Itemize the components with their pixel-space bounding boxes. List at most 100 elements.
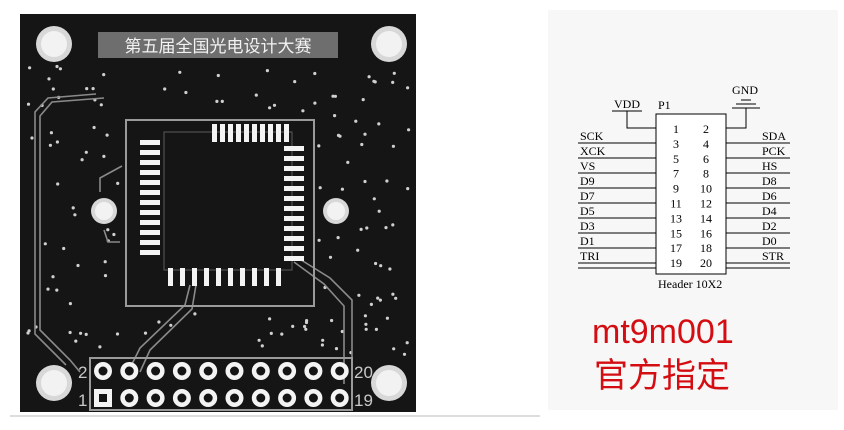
sensor-pads: [140, 124, 304, 286]
via: [361, 98, 365, 102]
via: [406, 86, 410, 90]
sensor-pad-top: [252, 124, 257, 142]
sensor-pad-bottom: [276, 268, 281, 286]
via: [331, 94, 335, 98]
via: [51, 87, 55, 91]
via: [99, 103, 103, 107]
sensor-pad-bottom: [168, 268, 173, 286]
header-pin-drill: [98, 366, 108, 376]
via: [379, 264, 383, 268]
via: [318, 186, 322, 190]
via: [103, 274, 108, 278]
via: [385, 179, 389, 183]
via: [257, 338, 261, 342]
via: [46, 287, 50, 291]
sensor-pad-left: [140, 160, 160, 165]
designator-label: P1: [658, 98, 671, 112]
via: [71, 206, 75, 210]
net-label-right: D2: [762, 219, 777, 233]
via: [184, 90, 188, 95]
via: [391, 292, 395, 296]
via: [378, 298, 382, 302]
net-label-right: D6: [762, 189, 777, 203]
via: [377, 122, 381, 126]
net-label-left: VS: [580, 159, 595, 173]
sensor-pad-left: [140, 220, 160, 225]
via: [394, 296, 398, 300]
via: [55, 288, 59, 292]
net-label-right: PCK: [762, 144, 786, 158]
via: [48, 143, 53, 147]
via: [178, 70, 182, 74]
vdd-label: VDD: [614, 97, 640, 111]
header-pins: [94, 362, 349, 407]
via: [143, 331, 148, 335]
sensor-pad-right: [284, 216, 304, 221]
net-label-left: XCK: [580, 144, 606, 158]
pin-number-even: 20: [700, 256, 712, 270]
pin-number-odd: 7: [673, 167, 679, 181]
header-pin-drill: [282, 366, 292, 376]
via: [384, 226, 388, 230]
header-pin-drill: [335, 366, 345, 376]
via: [372, 197, 376, 201]
header-pin-drill: [282, 393, 292, 403]
pin-number-even: 12: [700, 197, 712, 211]
pin-number-even: 18: [700, 241, 712, 255]
pin-number-even: 14: [700, 211, 712, 225]
net-label-right: D0: [762, 234, 777, 248]
sensor-pad-left: [140, 140, 160, 145]
via: [301, 109, 305, 113]
via: [112, 232, 116, 237]
pin-number-even: 16: [700, 226, 712, 240]
via: [55, 64, 59, 69]
via: [334, 347, 339, 351]
via: [405, 341, 409, 345]
via: [385, 316, 389, 320]
sensor-pad-bottom: [252, 268, 257, 286]
via: [169, 323, 173, 327]
via: [56, 182, 60, 186]
sensor-pad-right: [284, 186, 304, 191]
sensor-pad-right: [284, 196, 304, 201]
pin-number-odd: 9: [673, 182, 679, 196]
via: [367, 75, 371, 79]
board-substrate: [20, 14, 416, 412]
via: [402, 352, 407, 356]
via: [356, 248, 360, 252]
vdd-wire: [626, 111, 656, 129]
vias: [26, 64, 411, 356]
header-pin-drill: [177, 393, 187, 403]
net-label-left: D9: [580, 174, 595, 188]
via: [313, 101, 317, 105]
net-label-right: SDA: [762, 129, 786, 143]
pin-number-odd: 15: [670, 226, 682, 240]
via: [340, 187, 344, 191]
via: [320, 343, 324, 347]
sensor-pad-bottom: [240, 268, 245, 286]
sensor-pad-left: [140, 250, 160, 255]
header-pin-drill: [203, 393, 213, 403]
pin-number-odd: 3: [673, 137, 679, 151]
via: [346, 160, 350, 164]
header-pin-drill: [230, 366, 239, 376]
header-label-pin1: 1: [78, 391, 87, 410]
via: [328, 255, 333, 259]
header-pin-drill: [151, 393, 161, 403]
header-pin-drill: [256, 366, 266, 376]
sensor-pad-top: [276, 124, 281, 142]
header-label-pin2: 2: [78, 363, 87, 382]
sensor-pad-left: [140, 210, 160, 215]
via: [103, 260, 107, 264]
via: [374, 261, 378, 266]
part-name-label: Header 10X2: [658, 277, 722, 291]
net-label-right: STR: [762, 249, 784, 263]
sensor-pad-bottom: [228, 268, 233, 286]
via: [365, 226, 369, 230]
via: [68, 330, 72, 335]
sensor-pad-right: [284, 146, 304, 151]
sensor-pad-top: [268, 124, 273, 142]
via: [51, 275, 55, 279]
via: [79, 331, 83, 335]
